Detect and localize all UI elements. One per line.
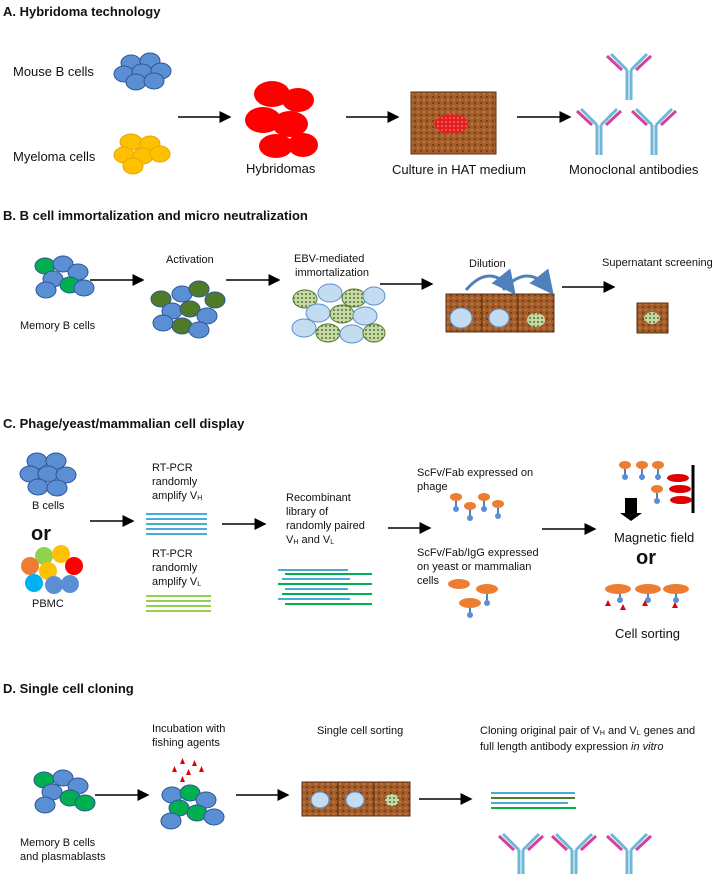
label-mouse-b-cells: Mouse B cells — [13, 64, 94, 79]
activated-cells-cluster — [150, 280, 226, 339]
magnetic-field-icon — [618, 460, 695, 521]
vl-lines — [146, 595, 211, 612]
label-yeast-2: on yeast or mammalian — [417, 561, 532, 573]
label-rtpcr-l-1: RT-PCR — [152, 548, 193, 560]
ebv-immortalized-cells-cluster — [291, 283, 386, 344]
label-b-cells: B cells — [32, 500, 65, 512]
label-library-2: library of — [286, 506, 329, 518]
label-dilution: Dilution — [469, 258, 506, 270]
phage-display-icon — [449, 492, 505, 522]
memory-plasmablast-cluster — [33, 769, 96, 814]
fishing-agents-icon — [172, 758, 204, 782]
fished-cells-cluster — [160, 784, 225, 830]
label-incubation-1: Incubation with — [152, 723, 226, 735]
memory-b-cells-cluster — [34, 255, 95, 299]
myeloma-cells-cluster — [113, 133, 171, 175]
single-cell-sort-wells — [301, 781, 411, 817]
section-a-title: A. Hybridoma technology — [3, 4, 161, 19]
label-rtpcr-l-3: amplify VL — [152, 576, 202, 588]
yeast-display-icon — [448, 579, 498, 618]
label-phage-2: phage — [417, 481, 448, 493]
pbmc-cluster — [21, 545, 83, 594]
label-cell-sorting: Cell sorting — [615, 626, 681, 641]
label-rtpcr-l-2: randomly — [152, 562, 198, 574]
label-or-left: or — [31, 523, 51, 545]
label-magnetic-field: Magnetic field — [614, 530, 695, 545]
mouse-b-cells-cluster — [113, 52, 172, 91]
hybridomas-cluster — [245, 81, 318, 158]
label-rtpcr-h-2: randomly — [152, 476, 198, 488]
label-library-1: Recombinant — [286, 492, 351, 504]
b-cells-cluster — [19, 452, 77, 497]
section-c-title: C. Phage/yeast/mammalian cell display — [3, 416, 245, 431]
supernatant-well — [636, 302, 669, 334]
label-memory-b-cells: Memory B cells — [20, 320, 96, 332]
label-library-4: VH and VL — [286, 534, 335, 546]
cloned-gene-lines — [491, 792, 576, 809]
label-monoclonal: Monoclonal antibodies — [569, 162, 699, 177]
label-memory-1: Memory B cells — [20, 837, 96, 849]
label-rtpcr-h-1: RT-PCR — [152, 462, 193, 474]
label-ebv-2: immortalization — [295, 267, 369, 279]
label-supernatant: Supernatant screening — [602, 257, 713, 269]
label-rtpcr-h-3: amplify VH — [152, 490, 203, 502]
recombinant-library-lines — [278, 569, 372, 605]
full-length-antibodies-icon — [497, 832, 653, 874]
label-hybridomas: Hybridomas — [246, 161, 316, 176]
culture-dish — [410, 91, 497, 155]
label-memory-2: and plasmablasts — [20, 851, 106, 863]
label-phage-1: ScFv/Fab expressed on — [417, 467, 534, 479]
label-single-sort: Single cell sorting — [317, 725, 404, 737]
label-cloning-2: full length antibody expression in vitro — [480, 741, 664, 753]
vh-lines — [146, 513, 207, 535]
label-or-right: or — [636, 547, 656, 569]
label-yeast-3: cells — [417, 575, 440, 587]
label-activation: Activation — [166, 254, 214, 266]
section-b-title: B. B cell immortalization and micro neut… — [3, 208, 308, 223]
dilution-wells — [445, 268, 555, 333]
label-culture: Culture in HAT medium — [392, 162, 526, 177]
label-incubation-2: fishing agents — [152, 737, 220, 749]
monoclonal-antibodies-icon — [575, 52, 678, 157]
label-cloning-1: Cloning original pair of VH and VL genes… — [480, 725, 696, 737]
label-pbmc: PBMC — [32, 598, 64, 610]
label-library-3: randomly paired — [286, 520, 365, 532]
section-d-title: D. Single cell cloning — [3, 681, 134, 696]
label-yeast-1: ScFv/Fab/IgG expressed — [417, 547, 539, 559]
label-ebv-1: EBV-mediated — [294, 253, 365, 265]
label-myeloma-cells: Myeloma cells — [13, 149, 96, 164]
cell-sorting-icon — [605, 584, 689, 610]
